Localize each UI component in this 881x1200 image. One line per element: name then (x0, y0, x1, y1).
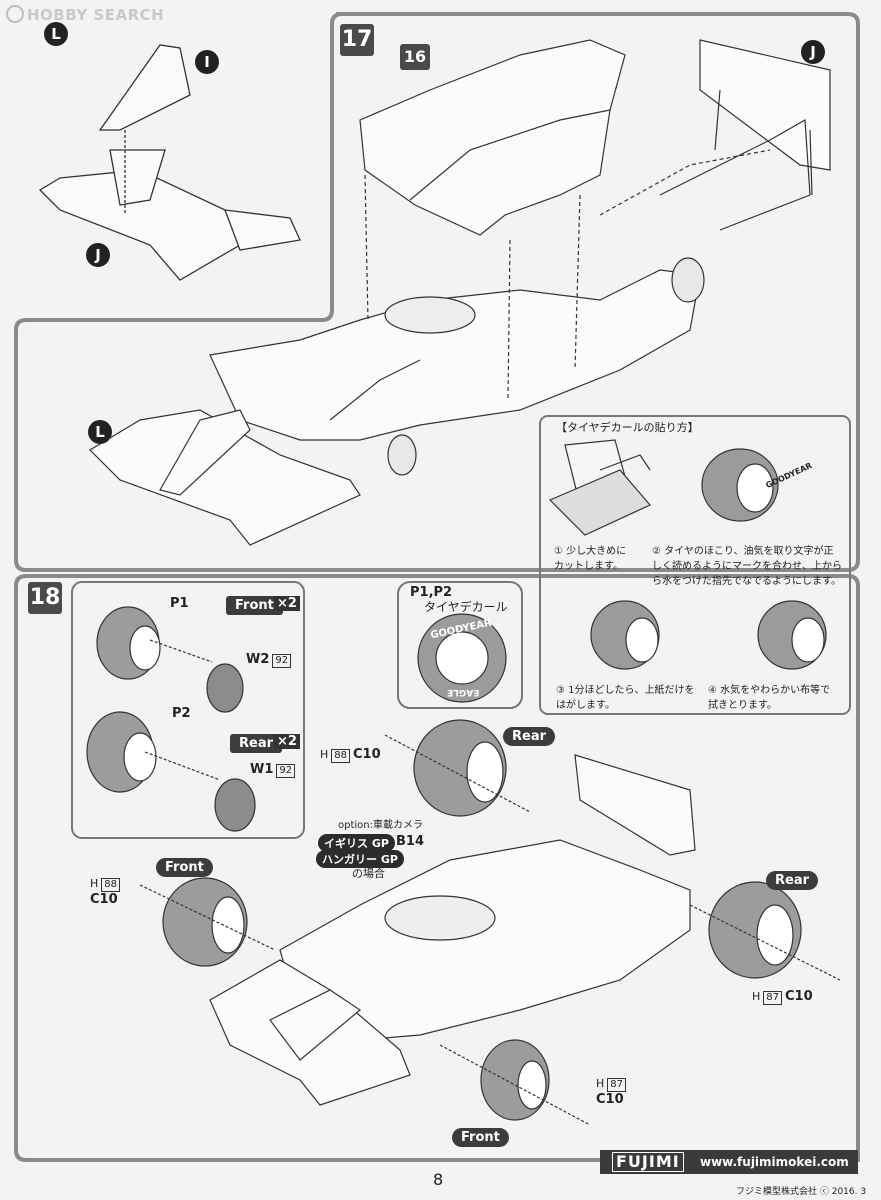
decal-guide-illustrations (548, 439, 827, 670)
decal-ring-bottom-text: EAGLE (447, 687, 480, 697)
part-w1-runner: 92 (276, 764, 296, 778)
decal-step-2-line1: タイヤのほこり、油気を取り文字が正 (664, 546, 834, 557)
decal-step-1-line1: 少し大きめに (566, 546, 627, 557)
decal-step-1: ① 少し大きめに カットします。 (554, 544, 649, 574)
decal-step-3-line2: はがします。 (556, 700, 615, 711)
decal-step-4-num: ④ (708, 685, 717, 696)
bolt-h88-top-letter: H (320, 748, 329, 761)
front-label-bottom: Front (452, 1128, 509, 1147)
bolt-h88-left-letter: H (90, 877, 99, 890)
callout-L-top: L (44, 22, 68, 46)
tire-detail-drawings (86, 606, 256, 832)
car-step18 (139, 719, 841, 1126)
decal-step-1-line2: カットします。 (554, 561, 623, 572)
site-name: HOBBY SEARCH (27, 6, 165, 24)
front-label-left: Front (156, 858, 213, 877)
rear-label-top: Rear (503, 727, 556, 746)
decal-step-2-line2: しく読めるようにマークを合わせ、上から (652, 561, 842, 572)
bolt-h87-right-box: 87 (763, 991, 783, 1005)
callout-L-main: L (88, 420, 112, 444)
bolt-h88-left-part: C10 (90, 892, 118, 907)
front-label-tire: Front (226, 596, 283, 615)
decal-step-4: ④ 水気をやわらかい布等で 拭きとります。 (708, 683, 848, 713)
decal-step-2-num: ② (652, 546, 661, 557)
callout-I: I (195, 50, 219, 74)
decal-step-4-line2: 拭きとります。 (708, 700, 777, 711)
option-part-b14: B14 (396, 834, 424, 849)
option-case-text: の場合 (352, 867, 385, 880)
car-step17 (89, 39, 831, 546)
callout-J-right: J (801, 40, 825, 64)
bolt-h88-top-box: 88 (331, 749, 351, 763)
option-tag-britain-gp: イギリス GP (318, 834, 395, 852)
front-multiplier: ×2 (274, 596, 300, 611)
option-camera-text: option:車載カメラ (338, 820, 423, 831)
decal-step-2-line3: ら水をつけた指先でなでるようにします。 (652, 576, 841, 587)
decal-step-3: ③ 1分ほどしたら、上紙だけを はがします。 (556, 683, 706, 713)
part-w2-label: W2 (246, 652, 270, 667)
rear-multiplier: ×2 (274, 734, 300, 749)
decal-step-3-num: ③ (556, 685, 565, 696)
part-p2: P2 (172, 706, 191, 721)
bolt-h87-bottom-letter: H (596, 1077, 605, 1090)
hobby-search-icon (6, 5, 24, 23)
step-18-number: 18 (28, 582, 62, 614)
step-16-sub-number: 16 (400, 44, 430, 70)
part-w2-runner: 92 (272, 654, 292, 668)
decal-step-1-num: ① (554, 546, 563, 557)
decal-parts-subtitle: タイヤデカール (424, 600, 508, 614)
bolt-h87-bottom-part: C10 (596, 1092, 624, 1107)
rear-label-tire: Rear (230, 734, 283, 753)
decal-parts-title: P1,P2 (410, 585, 453, 600)
decal-step-4-line1: 水気をやわらかい布等で (720, 685, 831, 696)
rear-label-right: Rear (766, 871, 819, 890)
callout-J-left: J (86, 243, 110, 267)
bolt-h88-top-part: C10 (353, 747, 381, 762)
footer-url: www.fujimimokei.com (700, 1155, 849, 1169)
fujimi-logo: FUJIMI (612, 1152, 684, 1172)
site-logo: HOBBY SEARCH (6, 5, 164, 24)
tire-decal-ring (417, 613, 507, 703)
bolt-h87-bottom-box: 87 (607, 1078, 627, 1092)
bolt-h88-left-box: 88 (101, 878, 121, 892)
decal-step-3-line1: 1分ほどしたら、上紙だけを (568, 685, 695, 696)
footer-bar (600, 1150, 858, 1174)
bolt-h87-right-letter: H (752, 990, 761, 1003)
step-17-number: 17 (340, 24, 374, 56)
bolt-h87-right-part: C10 (785, 989, 813, 1004)
page-number: 8 (433, 1170, 444, 1189)
copyright: フジミ模型株式会社 ⓒ 2016. 3 (736, 1187, 867, 1197)
front-wing-inset (38, 44, 301, 281)
part-p1: P1 (170, 596, 189, 611)
decal-guide-title: 【タイヤデカールの貼り方】 (556, 421, 699, 434)
part-w1-label: W1 (250, 762, 274, 777)
decal-step-2: ② タイヤのほこり、油気を取り文字が正 しく読めるようにマークを合わせ、上から … (652, 544, 847, 589)
option-tag-hungary-gp: ハンガリー GP (316, 850, 404, 868)
